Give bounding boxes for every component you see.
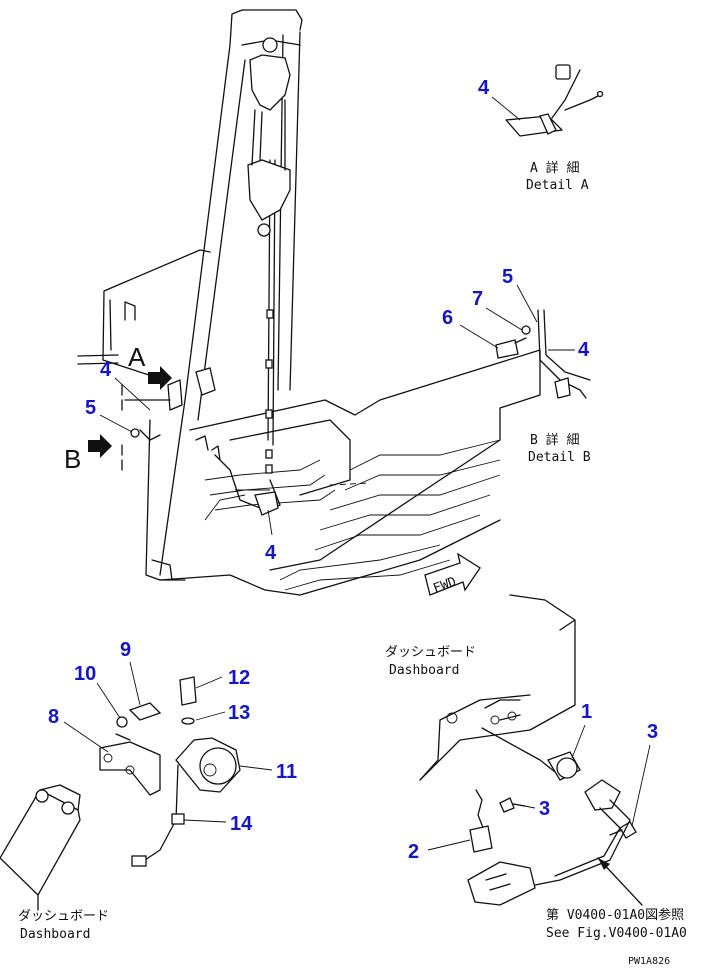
detail-b-caption-jp: B 詳 細	[530, 432, 579, 448]
callout-10: 10	[74, 663, 96, 685]
view-letter-a: A	[128, 342, 146, 372]
callout-5-detail-b: 5	[502, 266, 513, 288]
callout-8: 8	[48, 706, 59, 728]
drawing-id: PW1A826	[628, 956, 670, 967]
dashboard-right-caption-en: Dashboard	[389, 663, 459, 678]
detail-a-caption-jp: A 詳 細	[530, 160, 579, 176]
gauge-bracket-drawing	[0, 676, 241, 911]
reference-caption-jp: 第 V0400-01A0図参照	[546, 907, 684, 923]
callout-12: 12	[228, 667, 250, 689]
callout-11: 11	[276, 761, 297, 783]
callout-6-detail-b: 6	[442, 307, 453, 329]
callout-14: 14	[230, 813, 253, 835]
callout-2: 2	[408, 841, 419, 863]
dashboard-right-drawing	[419, 594, 637, 906]
reference-caption-en: See Fig.V0400-01A0	[546, 926, 687, 941]
callout-3-right: 3	[647, 721, 658, 743]
dashboard-left-caption-en: Dashboard	[20, 927, 90, 942]
view-letter-b: B	[64, 444, 81, 474]
callout-9: 9	[120, 639, 131, 661]
detail-a-drawing	[505, 64, 604, 137]
cab-drawing	[77, 9, 541, 596]
callout-4-cab-bottom: 4	[265, 542, 277, 564]
callout-7-detail-b: 7	[472, 288, 483, 310]
callout-4-cab-left: 4	[100, 359, 112, 381]
captions: A B A 詳 細 Detail A B 詳 細 Detail B FWD ダッ…	[18, 160, 687, 967]
leader-lines	[63, 96, 651, 906]
detail-b-caption-en: Detail B	[528, 450, 591, 465]
callout-4-detail-a: 4	[478, 77, 490, 99]
callout-3-lower: 3	[539, 798, 550, 820]
dashboard-left-caption-jp: ダッシュボード	[18, 909, 109, 924]
dashboard-right-caption-jp: ダッシュボード	[385, 645, 476, 660]
callout-1: 1	[581, 701, 592, 723]
callout-numbers: 4 5 7 6 4 4 5 4 1 3 3 2 9 10 12 13 8 11 …	[48, 77, 658, 863]
callout-13: 13	[228, 702, 250, 724]
detail-b-drawing	[495, 309, 591, 399]
detail-a-caption-en: Detail A	[526, 178, 589, 193]
callout-5-cab-left: 5	[85, 397, 96, 419]
callout-4-detail-b: 4	[578, 339, 590, 361]
